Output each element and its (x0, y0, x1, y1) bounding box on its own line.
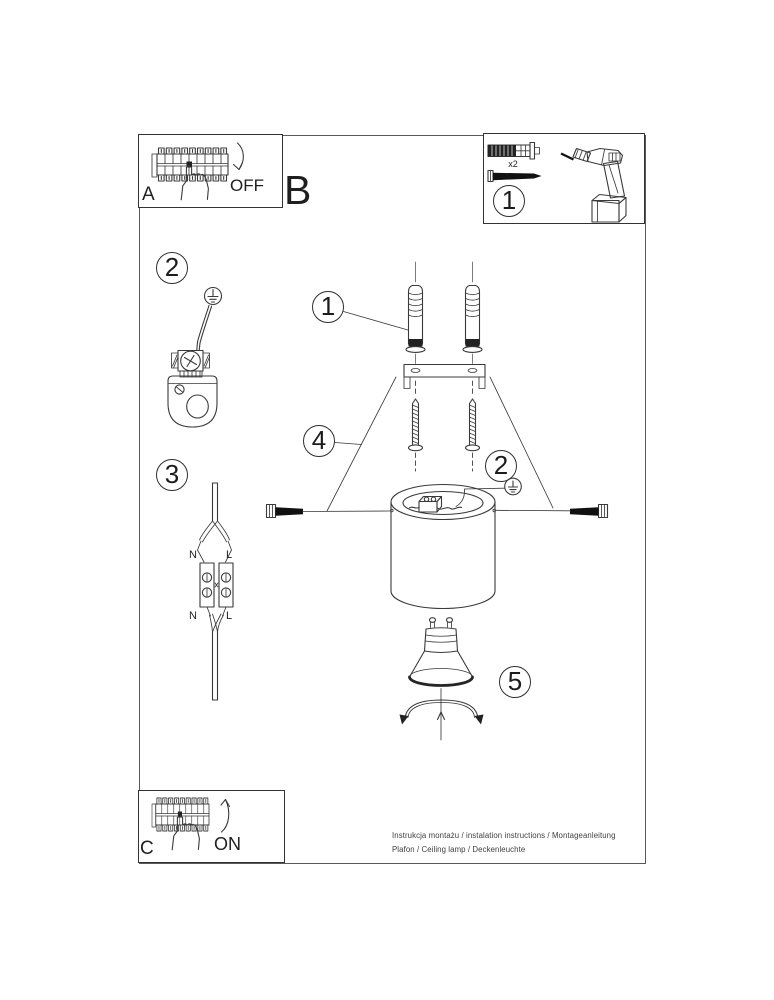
footer-line-2: Plafon / Ceiling lamp / Deckenleuchte (392, 845, 526, 854)
wall-plug-icon (487, 141, 540, 160)
step-1-badge-parts: 1 (493, 185, 525, 217)
side-screw-right-icon (494, 503, 609, 519)
supply-cable-top-icon (197, 482, 232, 563)
insert-arrow-icon (436, 688, 446, 741)
ground-wire-icon (196, 304, 213, 352)
anchor-qty-label: x2 (508, 159, 518, 169)
arrow-down-icon (232, 142, 244, 171)
footer-line-1: Instrukcja montażu / instalation instruc… (392, 831, 616, 840)
step-1-badge-main: 1 (312, 291, 344, 323)
ceiling-bracket-icon (403, 363, 486, 397)
hand-press-off-icon (180, 165, 209, 201)
mounting-ring-icon (167, 375, 218, 428)
step-5-badge: 5 (499, 666, 531, 698)
lamp-body-icon (390, 483, 496, 610)
switch-off-label: OFF (230, 176, 264, 195)
ground-symbol-icon (203, 286, 223, 306)
switch-on-label: ON (214, 834, 241, 854)
ground-wire-main-icon (455, 487, 505, 507)
step-3-badge: 3 (156, 459, 188, 491)
rotation-arrow-icon (399, 699, 484, 725)
wire-neutral-bottom-label: N (189, 610, 197, 622)
earth-clamp-icon (171, 349, 210, 378)
bracket-leader-line (334, 442, 362, 445)
supply-cable-bottom-icon (206, 606, 227, 701)
breaker-off-box (138, 134, 283, 208)
fuse-panel-c-icon (151, 797, 210, 832)
screw-icon (487, 169, 542, 183)
wall-anchors-icon (405, 261, 483, 364)
anchor-leader-line (343, 311, 409, 331)
drill-icon (560, 147, 627, 223)
mounting-screws-icon (407, 398, 481, 472)
lamp-terminal-icon (408, 495, 463, 513)
sheet-border (139, 135, 646, 864)
panel-a-label: A (142, 184, 155, 205)
ground-symbol-main-icon (504, 477, 522, 496)
step-2-badge-main: 2 (485, 450, 517, 482)
panel-c-label: C (140, 838, 154, 859)
wire-live-top-label: L (225, 549, 233, 561)
projection-lines (326, 376, 554, 512)
step-2-badge-left: 2 (156, 252, 188, 284)
terminal-blocks-icon (199, 562, 234, 608)
gu10-bulb-icon (408, 617, 474, 687)
wire-neutral-top-label: N (189, 549, 197, 561)
section-letter-b: B (284, 167, 312, 213)
step-4-badge: 4 (303, 425, 335, 457)
side-screw-left-icon (265, 503, 392, 519)
arrow-up-icon (220, 798, 231, 833)
fuse-panel-a-icon (151, 147, 229, 182)
wire-live-bottom-label: L (225, 610, 233, 622)
